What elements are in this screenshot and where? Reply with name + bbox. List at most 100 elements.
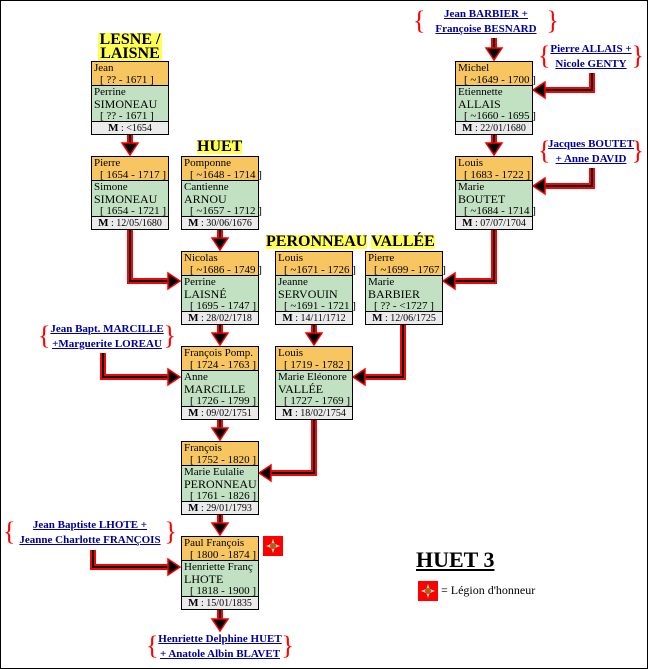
family-link-line[interactable]: + Anne DAVID xyxy=(555,153,627,165)
marriage-row: M : 18/02/1754 xyxy=(276,407,352,419)
arrow-2 xyxy=(210,323,230,347)
husband-section: Louis [ 1719 - 1782 ] xyxy=(276,347,352,371)
left-brace-icon: { xyxy=(38,321,51,350)
marriage-label: M xyxy=(188,502,199,514)
arrowhead-icon xyxy=(210,618,230,633)
husband-name: Nicolas xyxy=(184,252,218,264)
wife-section: Marie BOUTET [ ~1684 - 1714 ] xyxy=(456,181,536,217)
wife-surname: VALLÉE xyxy=(278,382,324,396)
couple-box-jean-perrine[interactable]: Jean [ ?? - 1671 ] Perrine SIMONEAU [ ??… xyxy=(91,61,169,135)
husband-dates: [ ~1671 - 1726 ] xyxy=(284,264,356,276)
marriage-date: : 22/01/1680 xyxy=(475,123,526,134)
wife-dates: [ ~1691 - 1721 ] xyxy=(284,300,356,312)
family-link-line[interactable]: Jean BARBIER + xyxy=(444,8,528,20)
marriage-label: M xyxy=(462,217,473,229)
surname-label-huet: HUET xyxy=(197,138,243,155)
wife-section: Simone SIMONEAU [ 1654 - 1721 ] xyxy=(92,181,168,217)
family-link-line[interactable]: Jeanne Charlotte FRANÇOIS xyxy=(19,534,161,546)
couple-box-michel-etiennette[interactable]: Michel [ ~1649 - 1700 ] Etiennette ALLAI… xyxy=(455,61,536,135)
couple-box-nicolas-perrine[interactable]: Nicolas [ ~1686 - 1749 ] Perrine LAISNÉ … xyxy=(181,251,262,325)
marriage-date: : 12/06/1725 xyxy=(385,313,436,324)
marriage-date: : 07/07/1704 xyxy=(475,218,526,229)
husband-name: Pomponne xyxy=(184,157,232,169)
husband-name: Louis xyxy=(278,347,304,359)
arrow-9 xyxy=(127,228,182,291)
marriage-label: M xyxy=(188,217,199,229)
couple-box-louis-marie-boutet[interactable]: Louis [ 1683 - 1722 ] Marie BOUTET [ ~16… xyxy=(455,156,536,230)
wife-surname: LHOTE xyxy=(184,572,224,586)
family-link-line[interactable]: Jean Bapt. MARCILLE xyxy=(50,323,164,335)
arrowhead-icon xyxy=(531,176,546,196)
wife-first-name: Anne xyxy=(184,371,208,383)
right-brace-icon: } xyxy=(631,136,644,165)
husband-dates: [ 1724 - 1763 ] xyxy=(190,359,256,371)
wife-dates: [ 1726 - 1799 ] xyxy=(190,395,256,407)
wife-dates: [ ~1684 - 1714 ] xyxy=(464,205,536,217)
wife-surname: BARBIER xyxy=(368,287,421,301)
wife-section: Anne MARCILLE [ 1726 - 1799 ] xyxy=(182,371,258,407)
marriage-date: : <1654 xyxy=(120,123,152,134)
wife-dates: [ ~1657 - 1712 ] xyxy=(190,205,262,217)
marriage-date: : 12/05/1680 xyxy=(111,218,162,229)
family-link-line[interactable]: + Anatole Albin BLAVET xyxy=(159,648,281,660)
husband-dates: [ 1719 - 1782 ] xyxy=(284,359,350,371)
wife-section: Etiennette ALLAIS [ ~1660 - 1695 ] xyxy=(456,86,536,122)
family-link-line[interactable]: Henriette Delphine HUET xyxy=(158,633,282,645)
arrow-0 xyxy=(120,132,140,157)
arrowhead-icon xyxy=(484,142,504,157)
wife-first-name: Perrine xyxy=(94,86,126,98)
husband-dates: [ 1654 - 1717 ] xyxy=(100,169,166,181)
marriage-row: M : 12/05/1680 xyxy=(92,217,168,229)
marriage-label: M xyxy=(282,312,293,324)
marriage-date: : 30/06/1676 xyxy=(201,218,252,229)
husband-section: Paul François [ 1800 - 1874 ] xyxy=(182,537,258,561)
wife-first-name: Marie xyxy=(368,276,395,288)
couple-box-pierre-simone[interactable]: Pierre [ 1654 - 1717 ] Simone SIMONEAU [… xyxy=(91,156,169,230)
husband-name: François xyxy=(184,442,222,454)
wife-first-name: Jeanne xyxy=(278,276,308,288)
right-brace-icon: } xyxy=(163,321,176,350)
family-link-line[interactable]: +Marguerite LOREAU xyxy=(52,338,162,350)
arrowhead-icon xyxy=(257,463,272,483)
couple-box-pomponne-cantienne[interactable]: Pomponne [ ~1648 - 1714 ] Cantienne ARNO… xyxy=(181,156,262,230)
marriage-label: M xyxy=(108,122,119,134)
arrow-1 xyxy=(210,228,230,252)
right-brace-icon: } xyxy=(281,631,294,660)
wife-surname: SIMONEAU xyxy=(94,97,158,111)
arrow-6 xyxy=(210,608,230,633)
marriage-label: M xyxy=(462,122,473,134)
family-link-line[interactable]: Jacques BOUTET xyxy=(548,138,634,150)
wife-surname: LAISNÉ xyxy=(184,287,227,301)
left-brace-icon: { xyxy=(146,631,159,660)
husband-section: Louis [ 1683 - 1722 ] xyxy=(456,157,532,181)
marriage-row: M : 12/06/1725 xyxy=(366,312,442,324)
couple-box-louis-jeanne[interactable]: Louis [ ~1671 - 1726 ] Jeanne SERVOUIN [… xyxy=(275,251,356,325)
arrowhead-icon xyxy=(167,367,182,387)
couple-box-francois-marie-eulalie[interactable]: François [ 1752 - 1820 ] Marie Eulalie P… xyxy=(181,441,259,515)
wife-dates: [ 1695 - 1747 ] xyxy=(190,300,256,312)
husband-name: Jean xyxy=(94,62,114,74)
left-brace-icon: { xyxy=(413,6,426,35)
family-link-line[interactable]: Nicole GENTY xyxy=(555,58,627,70)
family-link-line[interactable]: Pierre ALLAIS + xyxy=(550,43,632,55)
husband-name: Louis xyxy=(458,157,484,169)
family-link-line[interactable]: Jean Baptiste LHOTE + xyxy=(32,519,148,531)
arrowhead-icon xyxy=(484,47,504,62)
husband-section: Michel [ ~1649 - 1700 ] xyxy=(456,62,536,86)
marriage-label: M xyxy=(188,597,199,609)
marriage-row: M : 29/01/1793 xyxy=(182,502,258,514)
couple-box-francois-pomp-anne[interactable]: François Pomp. [ 1724 - 1763 ] Anne MARC… xyxy=(181,346,259,420)
husband-name: Paul François xyxy=(184,537,245,549)
family-link-line[interactable]: Françoise BESNARD xyxy=(435,23,537,35)
couple-box-paul-francois-henriette[interactable]: Paul François [ 1800 - 1874 ] Henriette … xyxy=(181,536,259,610)
arrowhead-icon xyxy=(120,142,140,157)
couple-box-louis-marie-eleonore[interactable]: Louis [ 1719 - 1782 ] Marie Eléonore VAL… xyxy=(275,346,353,420)
marriage-date: : 28/02/1718 xyxy=(201,313,252,324)
husband-name: François Pomp. xyxy=(184,347,254,359)
arrowhead-icon xyxy=(351,367,366,387)
wife-first-name: Henriette Franç xyxy=(184,561,253,573)
wife-section: Marie Eléonore VALLÉE [ 1727 - 1769 ] xyxy=(276,371,352,407)
couple-box-pierre-marie[interactable]: Pierre [ ~1699 - 1767 ] Marie BARBIER [ … xyxy=(365,251,446,325)
surname-laisne: LAISNE xyxy=(100,45,160,62)
arrow-13 xyxy=(351,323,406,387)
